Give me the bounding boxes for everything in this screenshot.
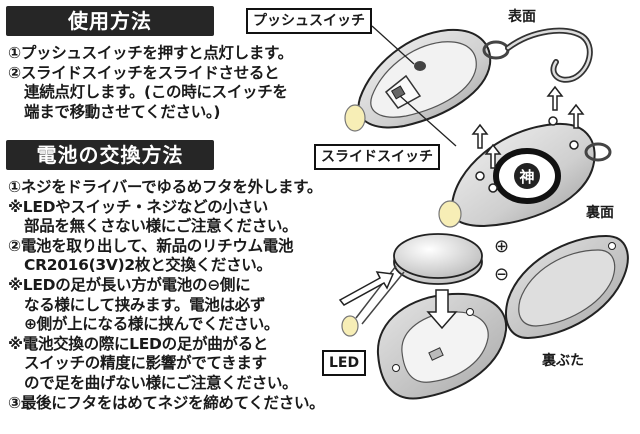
battery-line: ②電池を取り出して、新品のリチウム電池	[8, 236, 294, 255]
battery-line: ※LEDの足が長い方が電池の⊖側に	[8, 275, 251, 294]
battery-header: 電池の交換方法	[6, 140, 214, 170]
svg-text:神: 神	[519, 168, 534, 186]
front-light-illustration	[344, 27, 593, 132]
usage-instructions: ①プッシュスイッチを押すと点灯します。 ②スライドスイッチをスライドさせると 連…	[8, 44, 293, 122]
battery-line: CR2016(3V)2枚と交換ください。	[24, 256, 272, 275]
battery-line: ※電池交換の際にLEDの足が曲がると	[8, 334, 269, 353]
led-label: LED	[322, 350, 367, 376]
battery-line: ※LEDやスイッチ・ネジなどの小さい	[8, 197, 269, 216]
back-lid-label: 裏ぶた	[542, 353, 584, 369]
battery-line: なる様にして挟みます。電池は必ず	[24, 295, 266, 314]
battery-line: ⊕側が上になる様に挟んでください。	[24, 315, 280, 334]
open-shell-illustration	[376, 289, 508, 400]
usage-line: ①プッシュスイッチを押すと点灯します。	[8, 44, 293, 62]
push-switch-label: プッシュスイッチ	[246, 8, 372, 34]
front-label: 表面	[508, 9, 536, 25]
battery-line: ①ネジをドライバーでゆるめフタを外します。	[8, 178, 323, 196]
usage-line: ②スライドスイッチをスライドさせると	[8, 63, 280, 82]
back-lid-illustration	[505, 234, 629, 340]
usage-line: 端まで移動させてください。)	[24, 102, 221, 121]
slide-switch-label: スライドスイッチ	[314, 144, 440, 170]
battery-line: スイッチの精度に影響がでてきます	[24, 354, 267, 373]
back-label: 裏面	[586, 205, 614, 221]
usage-header: 使用方法	[6, 6, 214, 36]
svg-text:⊕: ⊕	[494, 236, 509, 257]
led-illustration	[338, 265, 405, 337]
battery-illustration: ⊕ ⊖	[393, 233, 509, 285]
back-light-illustration: 神	[438, 85, 612, 228]
battery-line: 部品を無くさない様にご注意ください。	[24, 217, 298, 236]
battery-line: ③最後にフタをはめてネジを締めてください。	[8, 393, 325, 412]
battery-instructions: ①ネジをドライバーでゆるめフタを外します。 ※LEDやスイッチ・ネジなどの小さい…	[8, 178, 325, 413]
battery-line: ので足を曲げない様にご注意ください。	[24, 373, 298, 392]
usage-line: 連続点灯します。(この時にスイッチを	[24, 83, 288, 102]
svg-text:⊖: ⊖	[494, 264, 509, 285]
